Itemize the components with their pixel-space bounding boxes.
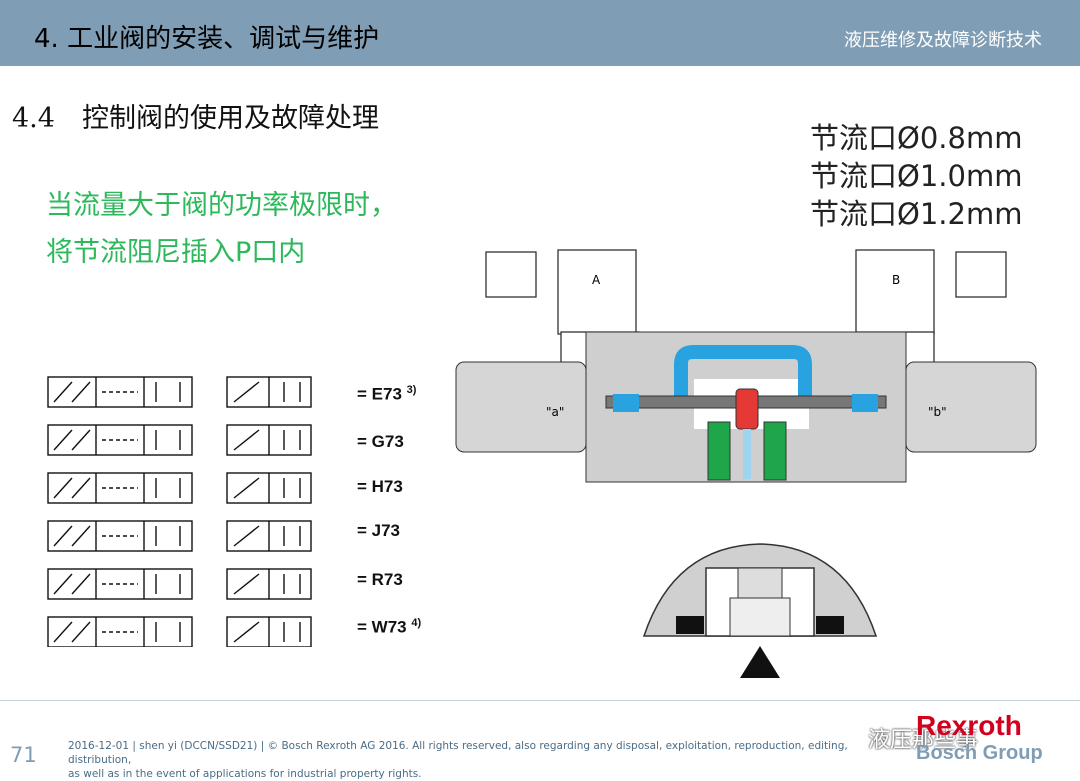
footer-divider <box>0 700 1080 701</box>
code-label: = J73 <box>357 521 401 540</box>
code-note: 3) <box>406 384 417 396</box>
code-label: = W73 <box>357 617 407 637</box>
symbol-code-e73: = E73 3) <box>357 384 416 405</box>
code-label: = E73 <box>357 384 402 404</box>
legal-line-2: as well as in the event of applications … <box>68 768 422 780</box>
solenoid-b-label: "b" <box>928 405 947 419</box>
valve-cross-section: A B "a" "b" <box>455 249 1037 483</box>
bosch-group-logo: Bosch Group <box>916 742 1043 764</box>
code-label: = G73 <box>357 432 404 451</box>
code-label: = H73 <box>357 477 403 496</box>
page-number: 71 <box>10 743 37 767</box>
valve-port-b-label: B <box>892 273 900 287</box>
throttle-size-2: 节流口Ø1.0mm <box>810 159 1023 193</box>
code-label: = R73 <box>357 570 403 589</box>
symbol-code-j73: = J73 <box>357 521 400 541</box>
valve-port-a-label: A <box>592 273 601 287</box>
legal-text: 2016-12-01 | shen yi (DCCN/SSD21) | © Bo… <box>68 739 888 781</box>
green-note-2: 将节流阻尼插入P口内 <box>46 237 306 268</box>
throttle-insert-section <box>642 543 878 678</box>
rexroth-logo: Rexroth <box>916 710 1022 741</box>
legal-line-1: 2016-12-01 | shen yi (DCCN/SSD21) | © Bo… <box>68 740 848 766</box>
valve-symbols-diagram <box>47 376 312 647</box>
solenoid-a-label: "a" <box>546 405 564 419</box>
symbol-code-h73: = H73 <box>357 477 403 497</box>
green-note-1: 当流量大于阀的功率极限时， <box>46 190 397 221</box>
throttle-size-1: 节流口Ø0.8mm <box>810 121 1023 155</box>
header-subject: 液压维修及故障诊断技术 <box>844 30 1042 51</box>
throttle-size-3: 节流口Ø1.2mm <box>810 197 1023 231</box>
header-bar: 4. 工业阀的安装、调试与维护 液压维修及故障诊断技术 <box>0 0 1080 66</box>
watermark: 液压那些事 <box>868 728 979 753</box>
symbol-code-w73: = W73 4) <box>357 617 421 638</box>
code-note: 4) <box>411 617 422 629</box>
symbol-code-r73: = R73 <box>357 570 403 590</box>
page-title: 4. 工业阀的安装、调试与维护 <box>34 24 380 54</box>
symbol-code-g73: = G73 <box>357 432 404 452</box>
section-title: 4.4 控制阀的使用及故障处理 <box>12 103 379 134</box>
